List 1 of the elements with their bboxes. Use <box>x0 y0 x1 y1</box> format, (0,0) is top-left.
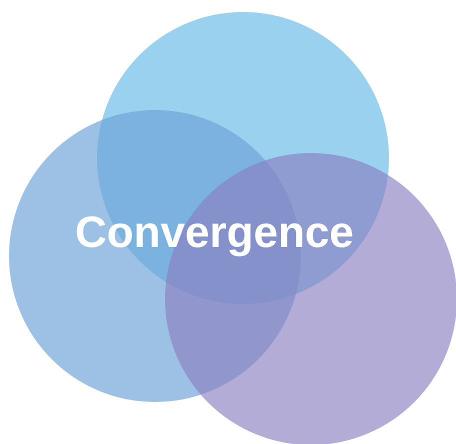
center-title: Convergence <box>75 208 354 258</box>
